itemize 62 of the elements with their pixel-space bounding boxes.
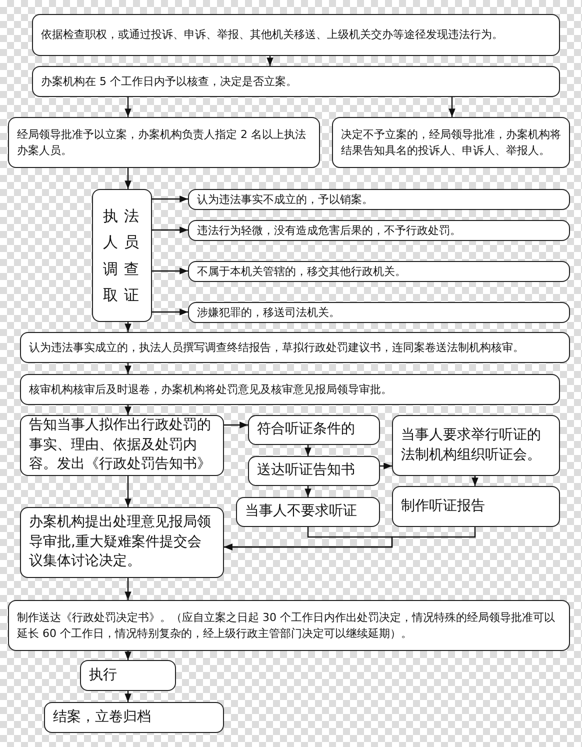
arrow [304,486,312,497]
step-text: 执法人员调查取证 [102,206,146,306]
process-box [32,14,560,56]
arrow [152,196,188,202]
step-text: 制作听证报告 [401,496,485,516]
process-box [392,415,560,476]
step-text: 决定不予立案的，经局领导批准，办案机构将结果告知具名的投诉人、申诉人、举报人。 [341,126,561,158]
arrow [124,476,132,507]
process-box [8,600,570,651]
arrow [304,445,312,456]
arrow [124,405,132,415]
process-box [32,66,560,97]
process-box [20,374,560,405]
step-text: 违法行为轻微，没有造成危害后果的，不予行政处罚。 [197,222,461,238]
arrow [152,308,188,316]
step-text: 依据检查职权，或通过投诉、申诉、举报、其他机关移送、上级机关交办等途径发现违法行为。 [41,27,503,43]
arrow [124,578,132,600]
process-box [20,507,224,578]
arrow [124,168,132,189]
process-box [392,486,560,527]
arrow [266,56,274,66]
process-box [188,189,570,210]
step-text: 当事人不要求听证 [245,502,357,522]
process-box [188,220,570,241]
step-text: 不属于本机关管辖的，移交其他行政机关。 [197,264,406,280]
arrow [224,422,248,428]
arrow [124,691,132,702]
arrow [124,97,132,117]
arrow [380,462,392,470]
process-box [236,497,380,527]
step-text: 告知当事人拟作出行政处罚的事实、理由、依据及处罚内容。发出《行政处罚告知书》 [29,416,212,474]
process-box [8,117,320,168]
step-text: 执行 [89,666,117,685]
process-box [248,415,380,445]
arrow [124,322,132,332]
step-text: 制作送达《行政处罚决定书》。（应自立案之日起 30 个工作日内作出处罚决定，情况特殊的经局领导批准可以延长 60 个工作日，情况特别复杂的，经上级行政主管部门决定可以继续延期）。 [17,610,556,642]
arrow [472,476,478,486]
process-box [44,702,224,733]
step-text: 送达听证告知书 [257,461,355,480]
arrow [152,226,188,234]
arrow [124,363,132,374]
arrow [152,268,188,274]
process-box [332,117,570,168]
step-text: 核审机构核审后及时退卷，办案机构将处罚意见及核审意见报局领导审批。 [29,382,392,398]
step-text: 涉嫌犯罪的，移送司法机关。 [197,304,340,320]
process-box [248,456,380,486]
step-text: 办案机构提出处理意见报局领导审批,重大疑难案件提交会议集体讨论决定。 [29,513,212,572]
arrow [448,97,456,117]
process-box [20,332,570,363]
step-text: 当事人要求举行听证的法制机构组织听证会。 [401,426,542,464]
process-box [188,302,570,323]
step-text: 结案，立卷归档 [53,708,151,727]
step-text: 办案机构在 5 个工作日内予以核查，决定是否立案。 [41,74,297,90]
process-box [80,660,176,691]
step-text: 认为违法事实不成立的，予以销案。 [197,192,373,208]
arrow [124,651,132,660]
process-box [92,189,152,322]
step-text: 符合听证条件的 [257,420,355,440]
step-text: 经局领导批准予以立案，办案机构负责人指定 2 名以上执法办案人员。 [17,126,307,158]
step-text: 认为违法事实成立的，执法人员撰写调查终结报告，草拟行政处罚建议书，连同案卷送法制机构核审。 [29,340,524,356]
process-box [188,261,570,282]
arrow [224,527,476,550]
